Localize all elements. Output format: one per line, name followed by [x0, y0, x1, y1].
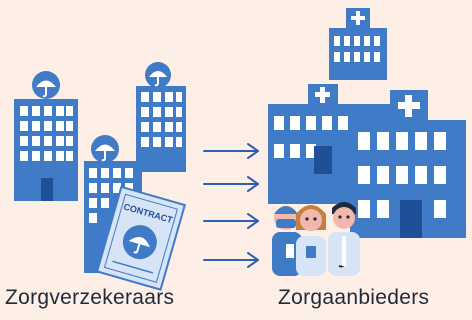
insurer-building-left — [14, 71, 78, 201]
arrow-right-icon — [203, 176, 259, 192]
arrow-right-icon — [203, 213, 259, 229]
contract-icon: CONTRACT — [95, 185, 187, 291]
hospital-front — [350, 90, 466, 238]
arrow-right-icon — [203, 252, 259, 268]
insurers-label: Zorgverzekeraars — [5, 286, 175, 309]
insurer-building-right — [136, 62, 186, 172]
hospital-top — [329, 8, 387, 80]
providers-label: Zorgaanbieders — [278, 286, 430, 309]
arrow-right-icon — [203, 143, 259, 159]
doctor-group-icon — [272, 202, 360, 276]
